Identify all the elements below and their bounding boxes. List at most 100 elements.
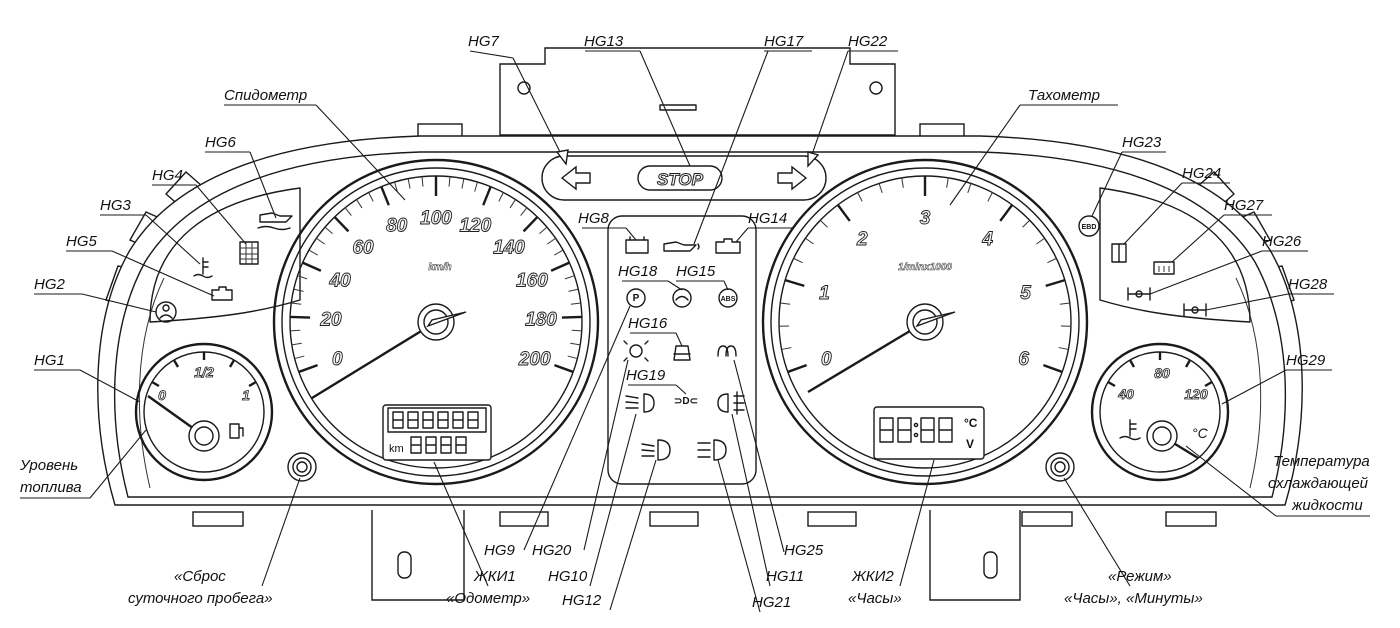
low-beam-icon <box>641 439 671 461</box>
lcd-digit <box>897 417 912 443</box>
ebd-text: EBD <box>1082 224 1097 231</box>
label-hg22: HG22 <box>848 33 888 50</box>
label-lcd2-line1: ЖКИ2 <box>851 568 894 585</box>
major-tick <box>1042 363 1063 374</box>
minor-tick <box>946 177 949 188</box>
label-hg26: HG26 <box>1262 233 1302 250</box>
gauge-tick <box>1128 359 1136 368</box>
temp-tick-120: 120 <box>1184 386 1208 402</box>
label-speedometer: Спидометр <box>224 87 307 104</box>
major-tick <box>522 216 539 233</box>
minor-tick <box>294 355 305 360</box>
speedometer-tick-label: 0 <box>332 349 343 370</box>
label-hg21: HG21 <box>752 594 791 611</box>
gauge-tick <box>172 359 180 368</box>
minor-tick <box>781 347 792 350</box>
major-tick <box>1045 278 1066 288</box>
label-hg27: HG27 <box>1224 197 1264 214</box>
tachometer-scale <box>779 176 1071 374</box>
lcd-digit <box>407 411 419 429</box>
label-hg3: HG3 <box>100 197 132 214</box>
lcd-digit <box>467 411 479 429</box>
gauge-tick <box>1184 359 1192 368</box>
major-tick <box>561 315 582 319</box>
major-tick <box>302 261 322 272</box>
label-hg2: HG2 <box>34 276 66 293</box>
clock-unit-celsius: °C <box>964 416 978 430</box>
clock-lcd: °C V <box>873 406 985 460</box>
front-fog-light-icon <box>625 393 655 413</box>
label-reset-line2: суточного пробега» <box>128 590 273 607</box>
minor-tick <box>316 237 325 245</box>
label-hg29: HG29 <box>1286 352 1326 369</box>
fuel-tick-empty: 0 <box>158 387 166 403</box>
left-turn-arrow-icon <box>560 165 591 191</box>
ebd-warning-icon: EBD <box>1078 215 1100 237</box>
fuel-tick-full: 1 <box>242 387 250 403</box>
check-engine-icon <box>715 238 741 254</box>
minor-tick <box>421 176 424 187</box>
position-lights-icon: ⊃D⊂ <box>674 396 698 407</box>
speedometer-tick-label: 100 <box>420 208 452 229</box>
fuel-reserve-icon <box>239 241 259 265</box>
odometer-digits-total <box>392 411 479 429</box>
lcd-digit <box>938 417 953 443</box>
minor-tick <box>901 177 904 188</box>
speedometer-tick-label: 120 <box>459 216 491 237</box>
major-tick <box>380 186 390 206</box>
lcd-digit <box>425 436 437 454</box>
label-hg20: HG20 <box>532 542 572 559</box>
lcd-digit <box>879 417 894 443</box>
minor-tick <box>291 302 302 305</box>
speedometer-tick-label: 40 <box>329 270 352 291</box>
clock-mode-button[interactable] <box>1045 452 1075 482</box>
svg-text:P: P <box>633 293 640 304</box>
label-hg14: HG14 <box>748 210 787 227</box>
parking-brake-icon: P <box>626 288 646 308</box>
minor-tick <box>554 249 564 256</box>
odometer-km-label: km <box>389 443 404 455</box>
top-mounting-bracket <box>499 47 896 136</box>
minor-tick <box>570 342 581 346</box>
minor-tick <box>1022 219 1031 228</box>
seat-belt-icon <box>1111 243 1127 263</box>
minor-tick <box>780 302 791 305</box>
clock-colon <box>913 432 919 438</box>
major-tick <box>550 261 570 272</box>
battery-warning-icon <box>625 236 649 254</box>
label-hg11: HG11 <box>766 568 804 585</box>
label-hg15: HG15 <box>676 263 716 280</box>
clock-digits <box>879 417 953 443</box>
major-tick <box>836 204 851 222</box>
tachometer-tick-label: 5 <box>1020 283 1031 304</box>
label-coolant-line2: охлаждающей <box>1268 475 1369 492</box>
minor-tick <box>805 237 814 245</box>
major-tick <box>553 363 574 374</box>
label-hg23: HG23 <box>1122 134 1162 151</box>
label-hg18: HG18 <box>618 263 658 280</box>
minor-tick <box>1036 237 1045 245</box>
speedometer-tick-label: 160 <box>516 270 548 291</box>
stop-indicator-label: STOP <box>657 170 704 189</box>
left-warning-bay <box>149 187 301 323</box>
minor-tick <box>290 329 301 332</box>
major-tick <box>482 186 492 206</box>
minor-tick <box>819 219 828 228</box>
lcd-digit <box>452 411 464 429</box>
label-hg9: HG9 <box>484 542 516 559</box>
temp-unit: °C <box>1192 425 1209 441</box>
label-tachometer: Тахометр <box>1028 87 1100 104</box>
minor-tick <box>539 226 548 235</box>
label-hg10: HG10 <box>548 568 588 585</box>
gauge-tick <box>1204 380 1213 388</box>
minor-tick <box>520 207 528 216</box>
tachometer-tick-label: 1 <box>819 283 830 304</box>
lcd-digit <box>422 411 434 429</box>
trip-reset-button[interactable] <box>287 452 317 482</box>
tachometer-unit: 1/minx1000 <box>898 262 952 273</box>
fuel-gauge: 0 1/2 1 <box>134 342 274 482</box>
